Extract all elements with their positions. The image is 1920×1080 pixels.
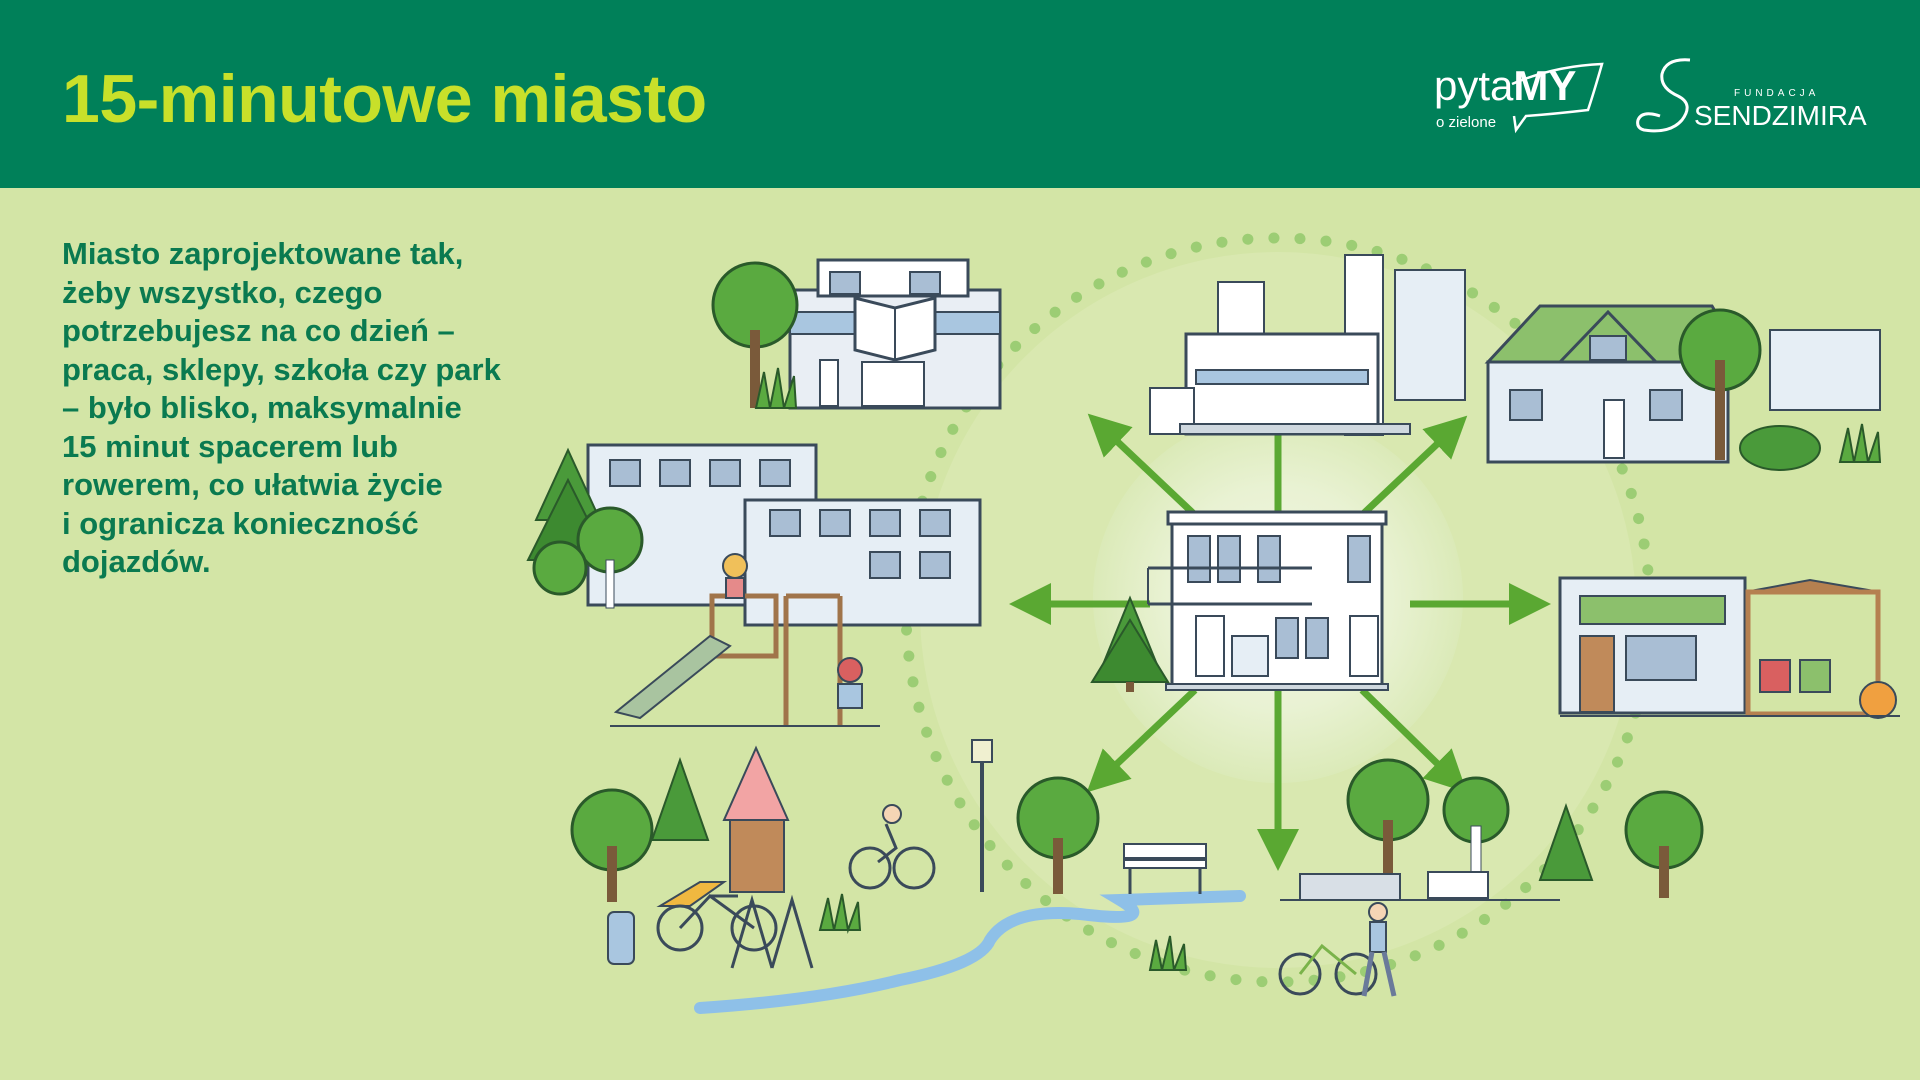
river [694, 890, 1246, 1014]
central-house-icon [1147, 510, 1389, 691]
description-text: Miasto zaprojektowane tak, żeby wszystko… [62, 235, 562, 582]
library-icon [788, 258, 1002, 410]
sendzimira-label: SENDZIMIRA [1694, 100, 1867, 131]
offices-icon [1149, 254, 1466, 436]
pytamy-logo-word: pytaMY [1434, 62, 1577, 109]
speech-bubble-icon [1511, 62, 1604, 134]
sendzimir-logo: FUNDACJA SENDZIMIRA [1632, 58, 1867, 138]
description-line: 15 minut spacerem lub [62, 428, 398, 464]
bike-rack-icon [607, 894, 814, 969]
description-line: i ogranicza konieczność [62, 505, 419, 541]
playground-icon [610, 553, 880, 727]
park-icon [570, 739, 1100, 907]
grass-icon [754, 367, 1882, 971]
description-line: potrzebujesz na co dzień – [62, 313, 455, 348]
description-line: dojazdów. [62, 544, 211, 579]
pine-tree-icon [1090, 595, 1170, 692]
fundacja-label: FUNDACJA [1734, 88, 1820, 99]
trees-right-icon [1280, 758, 1704, 901]
person-with-bike-icon [1278, 902, 1397, 997]
bench-icon [1123, 843, 1207, 894]
page-title: 15-minutowe miasto [62, 61, 707, 137]
suburban-house-icon [1484, 304, 1881, 471]
header-bar: 15-minutowe miasto pytaMY o zielone FUND… [0, 0, 1920, 188]
city-illustration [526, 232, 1900, 1014]
s-monogram-icon [1636, 58, 1691, 133]
school-icon [526, 443, 982, 627]
pytamy-logo: pytaMY o zielone [1434, 62, 1614, 142]
shop-icon [1558, 576, 1900, 719]
description-line: – było blisko, maksymalnie [62, 390, 462, 425]
description-line: rowerem, co ułatwia życie [62, 467, 443, 502]
description-line: Miasto zaprojektowane tak, [62, 236, 464, 271]
description-line: żeby wszystko, czego [62, 274, 383, 310]
description-line: praca, sklepy, szkoła czy park [62, 351, 501, 387]
deciduous-tree-icon [711, 261, 799, 408]
pytamy-logo-sub: o zielone [1436, 114, 1497, 131]
